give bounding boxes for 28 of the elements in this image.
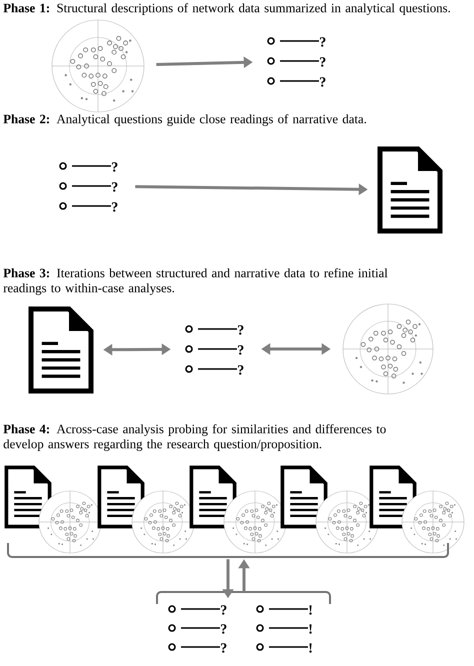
network-plot-drawing [342, 304, 434, 394]
question-item: ! [256, 643, 312, 653]
network-plot-drawing [132, 490, 194, 554]
question-item: ? [168, 624, 226, 634]
phase-caption: Phase 2: Analytical questions guide close readings of narrative data. [3, 114, 366, 126]
network-plot-drawing [52, 20, 144, 112]
phase-caption: Phase 3: Iterations between structured and narrative data to refine initial readings to within-case analyses. [3, 268, 388, 295]
document-icon [378, 146, 442, 234]
question-item: ? [185, 365, 244, 375]
question-item: ? [185, 325, 244, 335]
question-item: ? [267, 57, 326, 67]
phase-caption: Phase 4: Across-case analysis probing for similarities and differences to develop answers regarding the research question/proposition. [3, 424, 386, 451]
document-icon [28, 306, 94, 394]
network-plot-drawing [402, 490, 464, 554]
question-item: ? [59, 162, 118, 172]
question-item: ? [267, 37, 326, 47]
question-item: ? [267, 77, 326, 87]
question-item: ? [185, 345, 244, 355]
question-item: ! [256, 605, 312, 615]
bracket [7, 543, 449, 558]
question-item: ? [168, 643, 226, 653]
network-plot-drawing [38, 490, 102, 554]
question-item: ? [59, 202, 118, 212]
question-item: ? [168, 605, 226, 615]
question-item: ? [59, 182, 118, 192]
network-plot-drawing [224, 490, 286, 554]
phase-caption: Phase 1: Structural descriptions of network data summarized in analytical questions. [3, 3, 450, 15]
question-item: ! [256, 624, 312, 634]
